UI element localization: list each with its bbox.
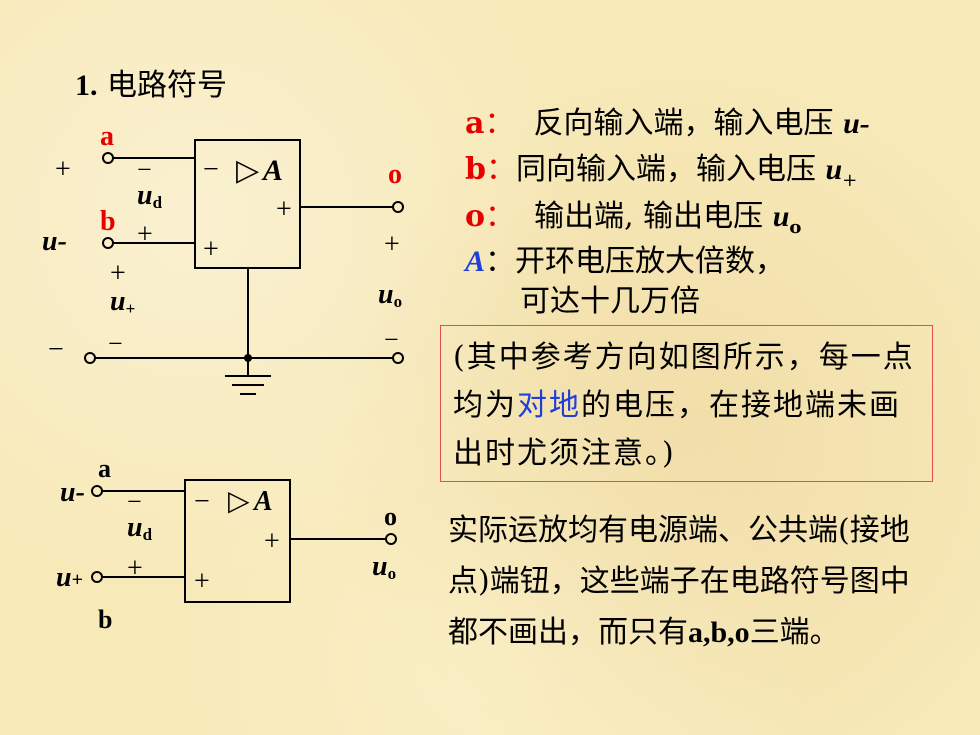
pin-b-label: b xyxy=(98,605,112,634)
pin-o-label: o xyxy=(388,159,402,190)
def-o-var: u xyxy=(772,200,790,233)
ud-label: ud xyxy=(127,512,153,544)
def-a-key: a xyxy=(465,106,485,141)
def-b: b：同向输入端，输入电压 u+ xyxy=(465,148,857,203)
minus-sign: − xyxy=(127,487,142,516)
output-plus: + xyxy=(264,526,280,557)
opamp-diagram-1: a b o + u- + u+ − ud + − ▷ A + + + uo − … xyxy=(42,121,404,395)
def-b-sub: + xyxy=(842,170,858,191)
plus-sign: + xyxy=(127,553,143,584)
note-pre: (其中参考方向如图所示，每一点均为 xyxy=(453,340,915,423)
inverting-minus: − xyxy=(203,154,219,185)
para2-post: 三端。 xyxy=(749,615,840,650)
inverting-minus: − xyxy=(194,486,210,517)
def-o-key: o xyxy=(465,199,486,234)
plus-sign: + xyxy=(384,229,400,260)
def-A-key: A xyxy=(465,245,486,278)
minus-sign: − xyxy=(384,325,399,354)
def-a-text: 反向输入端，输入电压 xyxy=(514,106,844,141)
u-minus-label: u- xyxy=(60,477,85,508)
plus-sign: + xyxy=(55,154,71,185)
minus-sign: − xyxy=(48,334,64,365)
title-text: 电路符号 xyxy=(107,68,228,103)
def-o-text: 输出端, 输出电压 xyxy=(515,199,773,234)
def-a-var: u- xyxy=(843,107,870,140)
noninverting-plus: + xyxy=(203,234,219,265)
gain-A: A xyxy=(252,486,273,517)
plus-sign: + xyxy=(110,258,126,289)
u-plus-label: u+ xyxy=(110,286,135,318)
def-b-var: u xyxy=(825,153,843,186)
def-o-sep: ： xyxy=(485,199,516,234)
uo-label: uo xyxy=(372,551,396,583)
noninverting-plus: + xyxy=(194,566,210,597)
para2-bold: a,b,o xyxy=(688,616,750,649)
note-post: 的电压，在接地端未画出时尤须注意。) xyxy=(453,388,901,471)
triangle-icon: ▷ xyxy=(228,486,250,517)
def-A: A：开环电压放大倍数， xyxy=(465,240,785,284)
def-A-sep: ： xyxy=(485,244,516,279)
def-b-key: b xyxy=(465,152,486,187)
title-number: 1. xyxy=(75,69,98,102)
def-a-sep: ： xyxy=(484,106,515,141)
para2-pre: 实际运放均有电源端、公共端(接地点)端钮，这些端子在电路符号图中都不画出，而只有 xyxy=(448,513,910,650)
ud-label: ud xyxy=(137,180,163,212)
explanation-paragraph: 实际运放均有电源端、公共端(接地点)端钮，这些端子在电路符号图中都不画出，而只有… xyxy=(448,505,938,658)
triangle-icon: ▷ xyxy=(236,154,259,187)
gain-A: A xyxy=(261,154,283,187)
def-b-sep: ： xyxy=(485,152,516,187)
uo-label: uo xyxy=(378,279,402,311)
def-A-text: 开环电压放大倍数， xyxy=(515,244,786,279)
def-b-text: 同向输入端，输入电压 xyxy=(515,152,826,187)
note-highlight: 对地 xyxy=(517,388,581,423)
pin-o-label: o xyxy=(384,502,397,531)
output-plus: + xyxy=(276,194,292,225)
page-title: 1. 电路符号 xyxy=(75,60,227,104)
opamp-diagram-2: a b o u- u+ − ud + − ▷ A + + uo xyxy=(56,454,397,634)
pin-b-label: b xyxy=(100,206,116,237)
minus-sign: − xyxy=(137,155,152,184)
u-plus-label: u+ xyxy=(56,562,83,593)
def-o-sub: o xyxy=(789,217,802,238)
minus-sign: − xyxy=(108,329,123,358)
pin-a-label: a xyxy=(100,121,114,152)
def-o: o： 输出端, 输出电压 uo xyxy=(465,195,801,250)
note-box: (其中参考方向如图所示，每一点均为对地的电压，在接地端未画出时尤须注意。) xyxy=(440,325,933,482)
pin-a-label: a xyxy=(98,454,111,483)
def-a: a： 反向输入端，输入电压 u- xyxy=(465,102,870,146)
plus-sign: + xyxy=(137,219,153,250)
u-minus-label: u- xyxy=(42,226,67,257)
def-A-line2: 可达十几万倍 xyxy=(520,284,700,319)
